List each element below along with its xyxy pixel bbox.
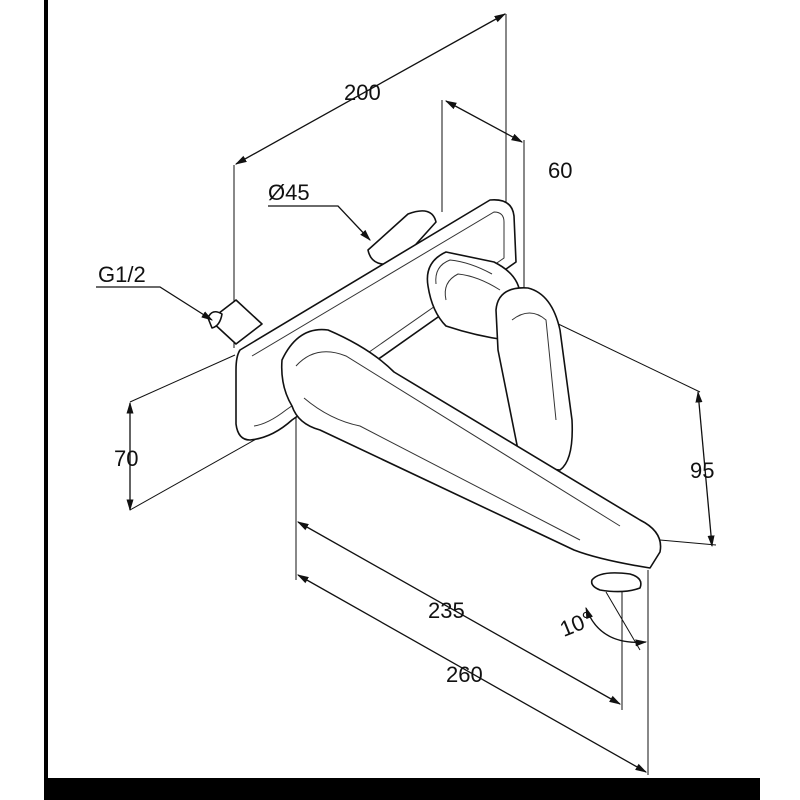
leader-thread — [96, 286, 213, 321]
label-rosette-diameter: Ø45 — [268, 180, 310, 205]
label-thread: G1/2 — [98, 262, 146, 287]
dimension-labels: 200 60 Ø45 G1/2 70 95 235 260 10° — [98, 80, 714, 687]
label-spout-length: 235 — [428, 598, 465, 623]
label-height-left: 70 — [114, 446, 138, 471]
angle-arc — [585, 606, 648, 647]
dimline-95 — [695, 390, 715, 548]
bottom-frame-bar — [44, 778, 760, 800]
dimline-260 — [296, 574, 648, 773]
dimline-200 — [234, 13, 507, 165]
label-spout-angle: 10° — [556, 606, 596, 642]
label-plate-depth: 60 — [548, 158, 572, 183]
dimension-lines — [96, 13, 715, 773]
left-frame-bar — [44, 0, 48, 800]
dimline-60 — [444, 100, 524, 143]
leader-diameter — [268, 205, 371, 241]
label-width-overall: 200 — [344, 80, 381, 105]
label-total-length: 260 — [446, 662, 483, 687]
label-height-right: 95 — [690, 458, 714, 483]
faucet-illustration — [207, 199, 662, 593]
